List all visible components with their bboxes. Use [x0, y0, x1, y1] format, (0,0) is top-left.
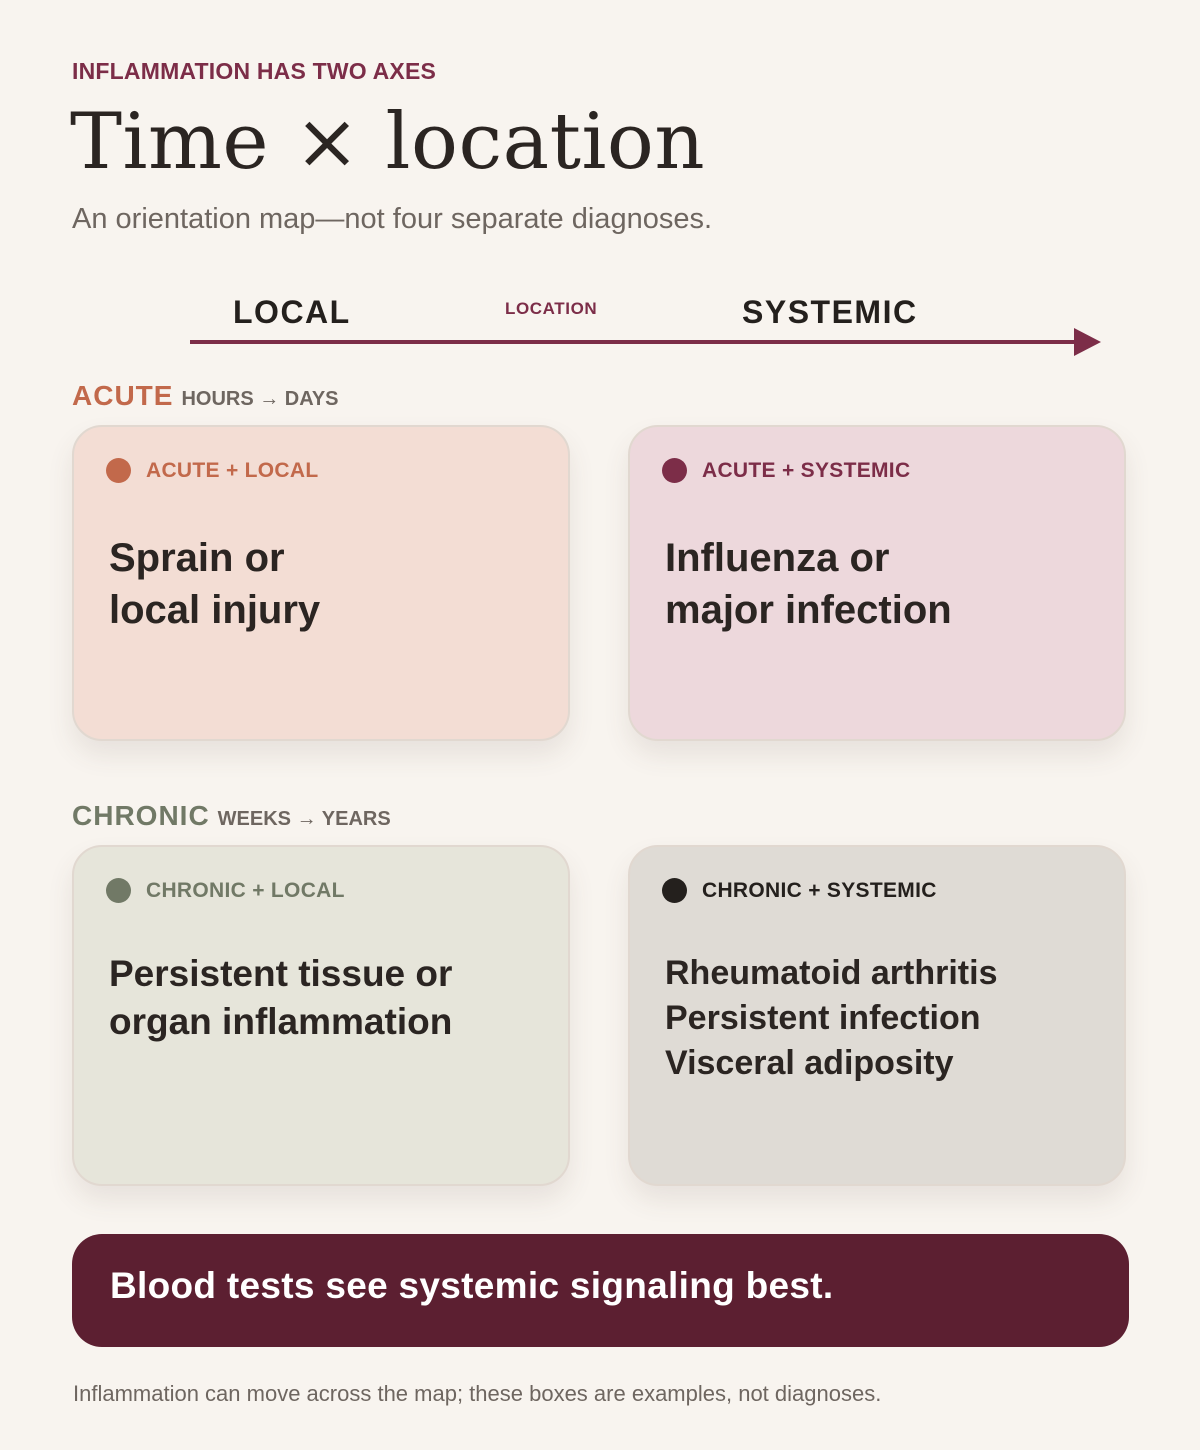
dot-icon	[662, 458, 687, 483]
axis-label-systemic: SYSTEMIC	[742, 294, 918, 330]
card-acute-systemic: ACUTE + SYSTEMIC Influenza or major infe…	[628, 425, 1126, 741]
list-item: Persistent infection	[665, 999, 981, 1037]
footnote: Inflammation can move across the map; th…	[73, 1381, 882, 1406]
dot-icon	[662, 878, 687, 903]
row-span-acute: HOURS → DAYS	[181, 388, 339, 410]
card-tag-text: ACUTE + LOCAL	[146, 458, 319, 482]
row-heading-chronic: CHRONIC WEEKS → YEARS	[72, 800, 391, 832]
dot-icon	[106, 458, 131, 483]
card-example-line: Persistent tissue or	[109, 953, 453, 994]
card-example-list: Rheumatoid arthritis Persistent infectio…	[665, 951, 997, 1086]
card-example-line: Sprain or	[109, 536, 285, 580]
card-acute-local: ACUTE + LOCAL Sprain or local injury	[72, 425, 570, 741]
card-example: Persistent tissue or organ inflammation	[109, 950, 452, 1046]
card-example-line: major infection	[665, 588, 952, 632]
card-tag-text: CHRONIC + SYSTEMIC	[702, 878, 937, 902]
card-tag-text: CHRONIC + LOCAL	[146, 878, 345, 902]
row-name-acute: ACUTE	[72, 380, 174, 411]
row-name-chronic: CHRONIC	[72, 800, 210, 831]
card-example-line: Influenza or	[665, 536, 890, 580]
eyebrow: INFLAMMATION HAS TWO AXES	[72, 58, 437, 84]
card-example: Influenza or major infection	[665, 532, 952, 636]
callout-text: Blood tests see systemic signaling best.	[110, 1265, 834, 1306]
page-subtitle: An orientation map—not four separate dia…	[72, 203, 713, 235]
card-chronic-local: CHRONIC + LOCAL Persistent tissue or org…	[72, 845, 570, 1186]
page-title: Time × location	[70, 97, 706, 187]
location-axis-arrow	[190, 328, 1101, 356]
list-item: Rheumatoid arthritis	[665, 954, 998, 992]
row-heading-acute: ACUTE HOURS → DAYS	[72, 380, 339, 412]
card-tag-text: ACUTE + SYSTEMIC	[702, 458, 911, 482]
card-example: Sprain or local injury	[109, 532, 320, 636]
axis-title-location: LOCATION	[505, 299, 598, 318]
dot-icon	[106, 878, 131, 903]
card-tag-acute-systemic: ACUTE + SYSTEMIC	[662, 458, 910, 483]
card-tag-chronic-local: CHRONIC + LOCAL	[106, 878, 345, 903]
list-item: Visceral adiposity	[665, 1044, 954, 1082]
card-chronic-systemic: CHRONIC + SYSTEMIC Rheumatoid arthritis …	[628, 845, 1126, 1186]
row-span-chronic: WEEKS → YEARS	[217, 808, 391, 830]
card-tag-chronic-systemic: CHRONIC + SYSTEMIC	[662, 878, 937, 903]
card-tag-acute-local: ACUTE + LOCAL	[106, 458, 318, 483]
axis-label-local: LOCAL	[233, 294, 351, 330]
card-example-line: local injury	[109, 588, 321, 632]
card-example-line: organ inflammation	[109, 1001, 453, 1042]
callout-banner: Blood tests see systemic signaling best.	[72, 1234, 1129, 1347]
